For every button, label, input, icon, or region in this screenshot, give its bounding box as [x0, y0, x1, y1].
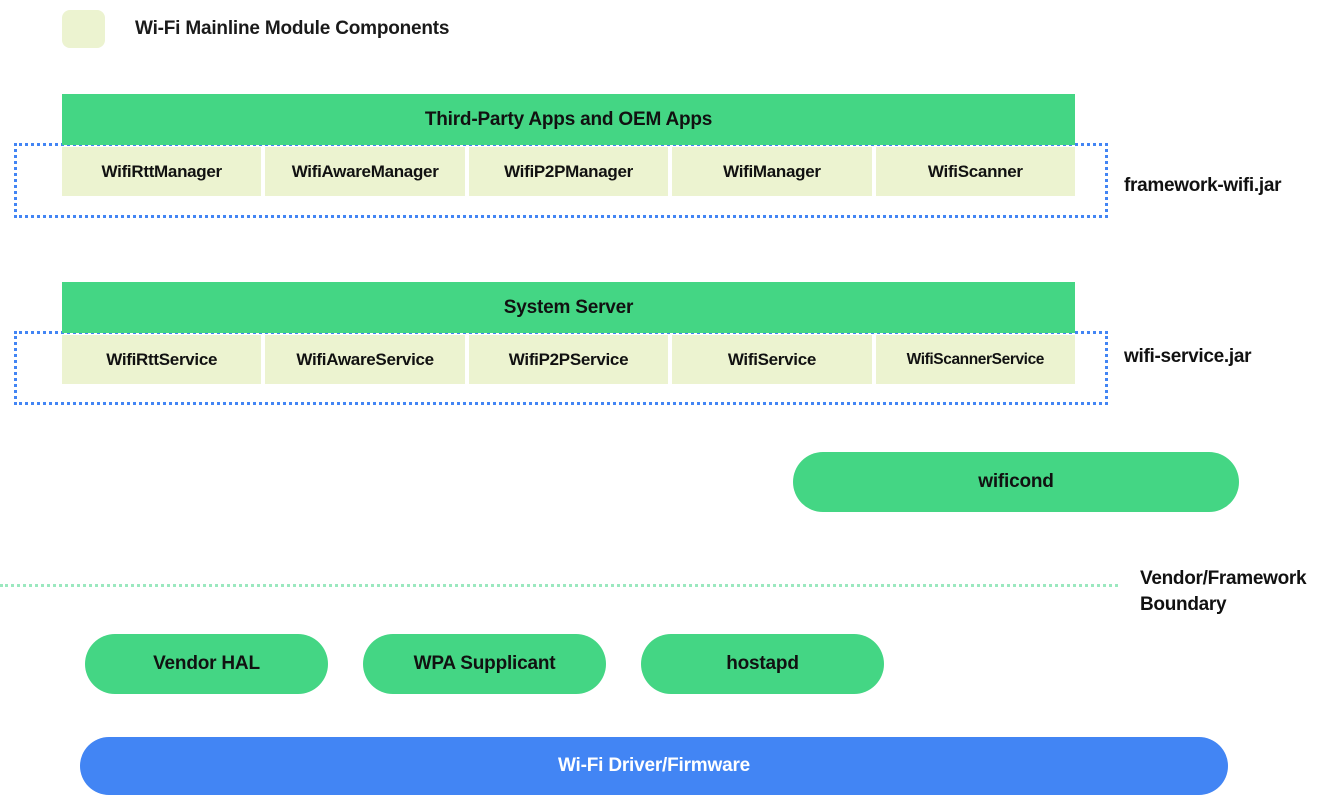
module-cell-label: WifiP2PService	[508, 349, 629, 369]
legend: Wi-Fi Mainline Module Components	[62, 10, 450, 48]
group-label-wifi-service: wifi-service.jar	[1124, 346, 1252, 367]
module-cell-label: WifiRttManager	[101, 161, 223, 181]
module-cell-label: WifiP2PManager	[504, 161, 633, 181]
module-cell-wifiawaremanager[interactable]: WifiAwareManager	[265, 147, 465, 196]
layer-third-party-apps: Third-Party Apps and OEM Apps WifiRttMan…	[62, 94, 1076, 196]
module-cell-wifiservice[interactable]: WifiService	[672, 335, 872, 384]
module-cell-wifiawareservice[interactable]: WifiAwareService	[265, 335, 465, 384]
node-label: Wi-Fi Driver/Firmware	[557, 755, 751, 776]
module-cell-wifirttservice[interactable]: WifiRttService	[62, 335, 262, 384]
boundary-label-line1: Vendor/Framework	[1140, 568, 1307, 589]
module-cell-wifirttmanager[interactable]: WifiRttManager	[62, 147, 262, 196]
module-cell-wifip2pmanager[interactable]: WifiP2PManager	[468, 147, 669, 196]
legend-swatch-icon	[62, 10, 105, 48]
node-hostapd[interactable]: hostapd	[641, 634, 884, 694]
layer-header-label: Third-Party Apps and OEM Apps	[424, 108, 713, 130]
vendor-framework-boundary-line	[0, 584, 1118, 587]
module-cell-label: WifiScannerService	[906, 350, 1045, 368]
node-wpa-supplicant[interactable]: WPA Supplicant	[363, 634, 606, 694]
module-cell-label: WifiManager	[723, 161, 821, 181]
node-vendor-hal[interactable]: Vendor HAL	[85, 634, 328, 694]
layer-header-third-party-apps: Third-Party Apps and OEM Apps	[62, 94, 1075, 145]
node-wificond[interactable]: wificond	[793, 452, 1239, 512]
layer-cells-framework-wifi: WifiRttManager WifiAwareManager WifiP2PM…	[62, 147, 1076, 196]
module-cell-wifiscannerservice[interactable]: WifiScannerService	[875, 335, 1076, 384]
module-cell-wifiscanner[interactable]: WifiScanner	[875, 147, 1076, 196]
module-cell-label: WifiService	[727, 349, 817, 369]
module-cell-label: WifiScanner	[927, 161, 1023, 181]
module-cell-label: WifiRttService	[106, 349, 218, 369]
node-label: wificond	[978, 471, 1054, 492]
layer-system-server: System Server WifiRttService WifiAwareSe…	[62, 282, 1076, 384]
node-wifi-driver-firmware[interactable]: Wi-Fi Driver/Firmware	[80, 737, 1228, 795]
layer-header-system-server: System Server	[62, 282, 1075, 333]
node-label: hostapd	[726, 653, 799, 674]
module-cell-wifimanager[interactable]: WifiManager	[672, 147, 872, 196]
module-cell-wifip2pservice[interactable]: WifiP2PService	[468, 335, 669, 384]
group-label-framework-wifi: framework-wifi.jar	[1124, 175, 1282, 196]
module-cell-label: WifiAwareManager	[291, 161, 439, 181]
node-label: Vendor HAL	[153, 653, 260, 674]
node-label: WPA Supplicant	[413, 653, 556, 674]
layer-cells-wifi-service: WifiRttService WifiAwareService WifiP2PS…	[62, 335, 1076, 384]
module-cell-label: WifiAwareService	[296, 349, 434, 369]
legend-label: Wi-Fi Mainline Module Components	[135, 18, 450, 39]
layer-header-label: System Server	[503, 296, 634, 318]
vendor-framework-boundary-label: Vendor/Framework Boundary	[1140, 566, 1330, 618]
boundary-label-line2: Boundary	[1140, 594, 1227, 615]
